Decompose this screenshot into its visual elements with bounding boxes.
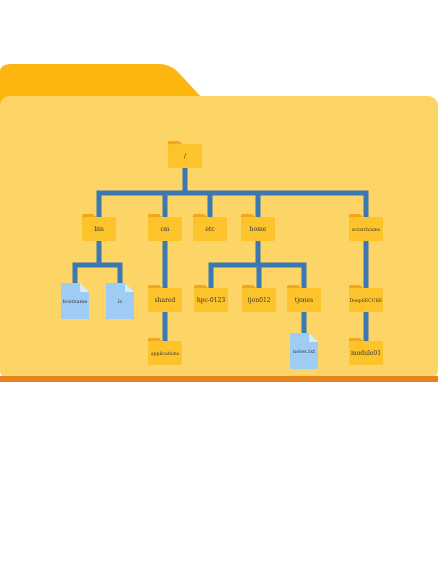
folder-icon (168, 144, 202, 168)
file-label: notes.txt (293, 349, 315, 355)
folder-icon (349, 341, 383, 365)
folder-icon (148, 288, 182, 312)
folder-label: hpc-0123 (197, 297, 226, 304)
folder-node-tjon[interactable]: tjon012 (242, 285, 276, 312)
folder-bottom-edge (0, 376, 438, 382)
folder-node-applications[interactable]: applications (148, 338, 182, 365)
folder-node-deep[interactable]: DeepSECURE (349, 285, 383, 312)
folder-icon (193, 217, 227, 241)
folder-node-shared[interactable]: shared (148, 285, 182, 312)
folder-icon (241, 217, 275, 241)
tree-nodes: / bin cm etc home scratch/ams hostname ls shared… (61, 141, 383, 369)
folder-label: scratch/ams (352, 227, 381, 233)
folder-icon (287, 288, 321, 312)
folder-node-home[interactable]: home (241, 214, 275, 241)
file-corner-fold-icon (309, 333, 318, 342)
folder-label: bin (94, 226, 104, 233)
folder-node-cm[interactable]: cm (148, 214, 182, 241)
folder-label: tjon012 (247, 297, 270, 304)
folder-node-tjones[interactable]: tjones (287, 285, 321, 312)
file-node-hostname[interactable]: hostname (61, 283, 89, 319)
folder-node-bin[interactable]: bin (82, 214, 116, 241)
folder-node-scratch[interactable]: scratch/ams (349, 214, 383, 241)
folder-icon (148, 217, 182, 241)
file-corner-fold-icon (125, 283, 134, 292)
folder-icon (148, 341, 182, 365)
folder-label: cm (160, 226, 169, 233)
folder-icon (82, 217, 116, 241)
file-node-notes[interactable]: notes.txt (290, 333, 318, 369)
folder-node-root[interactable]: / (168, 141, 202, 168)
folder-node-etc[interactable]: etc (193, 214, 227, 241)
file-corner-fold-icon (80, 283, 89, 292)
folder-node-module[interactable]: module01 (349, 338, 383, 365)
folder-icon (349, 288, 383, 312)
folder-label: etc (205, 226, 215, 233)
file-label: hostname (63, 299, 88, 305)
file-node-ls[interactable]: ls (106, 283, 134, 319)
folder-label: / (184, 153, 187, 160)
folder-icon (242, 288, 276, 312)
folder-label: module01 (351, 350, 381, 357)
folder-node-hpc[interactable]: hpc-0123 (194, 285, 228, 312)
folder-label: home (250, 226, 267, 233)
folder-label: shared (155, 297, 176, 304)
folder-label: DeepSECURE (350, 298, 383, 304)
folder-label: applications (151, 351, 180, 357)
folder-icon (194, 288, 228, 312)
file-label: ls (118, 299, 123, 305)
folder-icon (349, 217, 383, 241)
folder-label: tjones (295, 297, 313, 304)
